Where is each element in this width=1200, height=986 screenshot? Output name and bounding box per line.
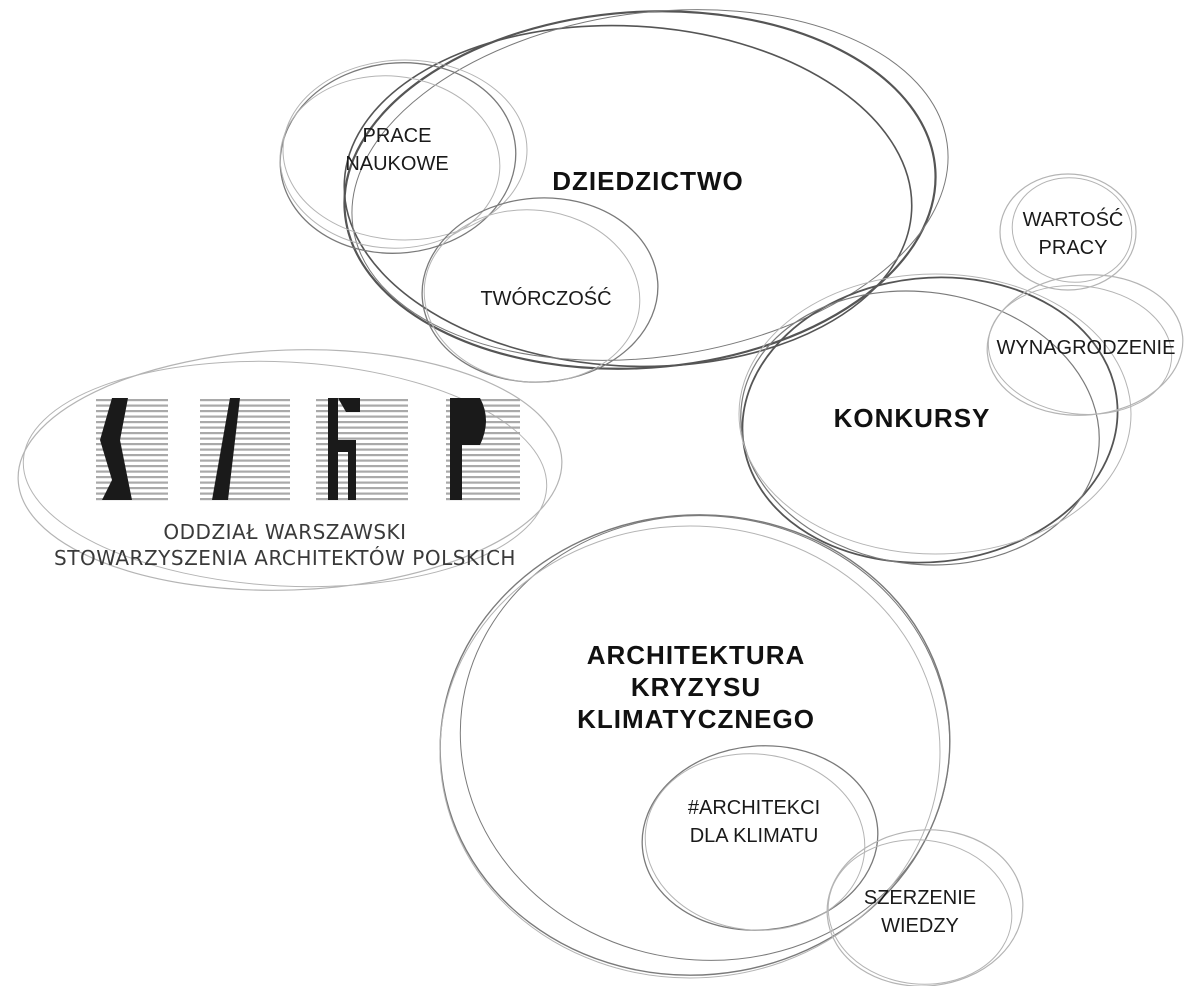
logo-stripe [446, 498, 520, 501]
letter-s [100, 398, 132, 500]
logo-stripe [316, 443, 408, 446]
logo-stripe [200, 459, 290, 462]
logo-stripe [200, 437, 290, 440]
logo-stripe [200, 492, 290, 495]
logo-stripe [200, 454, 290, 457]
label-wynagrodzenie: WYNAGRODZENIE [996, 337, 1176, 359]
logo-stripe [446, 492, 520, 495]
logo-stripe [96, 454, 168, 457]
logo-stripe [96, 459, 168, 462]
logo-stripe [316, 448, 408, 451]
logo-stripe [446, 399, 520, 402]
logo-stripe [446, 437, 520, 440]
logo-stripe [96, 404, 168, 407]
sarp-logo-mark [96, 398, 520, 501]
logo-stripe [200, 487, 290, 490]
logo-stripe [96, 399, 168, 402]
logo-stripe [316, 432, 408, 435]
logo-stripe [96, 426, 168, 429]
logo-stripe [316, 487, 408, 490]
letter-a [212, 398, 240, 500]
bubble-architekci-ring [641, 745, 879, 931]
label-konkursy: KONKURSY [833, 403, 991, 433]
logo-stripe [316, 410, 408, 413]
logo-stripe [446, 470, 520, 473]
logo-stripe [96, 498, 168, 501]
logo-stripe [316, 426, 408, 429]
label-tworczosc: TWÓRCZOŚĆ [480, 288, 612, 310]
logo-stripe [96, 492, 168, 495]
logo-stripe [446, 487, 520, 490]
logo-stripe [200, 448, 290, 451]
label-architektura: ARCHITEKTURA KRYZYSU KLIMATYCZNEGO [577, 640, 815, 734]
logo-stripe [446, 448, 520, 451]
label-architekci: #ARCHITEKCI DLA KLIMATU [687, 797, 821, 847]
logo-stripe [446, 476, 520, 479]
logo-stripe [200, 426, 290, 429]
bubble-tworczosc-ring [421, 197, 659, 383]
logo-stripe [446, 465, 520, 468]
logo-stripe [316, 498, 408, 501]
logo-ring [17, 349, 563, 591]
logo-stripe [316, 421, 408, 424]
logo-stripe [446, 481, 520, 484]
logo-stripe [200, 404, 290, 407]
bubble-dziedzictwo-ring [343, 9, 949, 370]
letter-r [328, 398, 360, 500]
label-prace-naukowe: PRACE NAUKOWE [345, 125, 449, 175]
label-wartosc-pracy: WARTOŚĆ PRACY [1022, 209, 1124, 259]
logo-stripe [316, 415, 408, 418]
logo-subtitle: ODDZIAŁ WARSZAWSKI STOWARZYSZENIA ARCHIT… [54, 520, 516, 570]
logo-stripe [200, 465, 290, 468]
logo-stripe [200, 470, 290, 473]
bubble-konkursy-ring [738, 273, 1132, 566]
logo-stripe [446, 459, 520, 462]
logo-stripe [200, 443, 290, 446]
logo-stripe [96, 448, 168, 451]
logo-stripe [96, 437, 168, 440]
logo-stripe [200, 432, 290, 435]
logo-stripe [96, 470, 168, 473]
logo-stripe [316, 465, 408, 468]
logo-stripe [96, 487, 168, 490]
logo-stripe [316, 404, 408, 407]
bubble-wartosc-pracy-ring [999, 173, 1137, 291]
bubble-prace-naukowe-ring [279, 59, 528, 254]
logo-stripe [316, 437, 408, 440]
logo-stripe [316, 459, 408, 462]
label-szerzenie: SZERZENIE WIEDZY [863, 887, 977, 937]
logo-stripe [316, 454, 408, 457]
logo-stripe [200, 481, 290, 484]
logo-stripe [316, 399, 408, 402]
label-dziedzictwo: DZIEDZICTWO [552, 166, 744, 196]
logo-stripe [200, 399, 290, 402]
logo-stripe [96, 476, 168, 479]
logo-stripe [316, 476, 408, 479]
bubble-wynagrodzenie-ring [986, 274, 1184, 416]
logo-stripe [96, 421, 168, 424]
bubble-architektura-ring [439, 514, 951, 979]
logo-stripe [200, 410, 290, 413]
logo-stripe [96, 415, 168, 418]
logo-stripe [96, 410, 168, 413]
logo-stripe [200, 498, 290, 501]
logo-stripe [200, 421, 290, 424]
logo-stripe [316, 470, 408, 473]
logo-stripe [316, 492, 408, 495]
logo-stripe [446, 443, 520, 446]
logo-stripe [96, 481, 168, 484]
letter-p [450, 398, 486, 500]
logo-stripe [200, 415, 290, 418]
logo-stripe [96, 443, 168, 446]
logo-stripe [96, 432, 168, 435]
logo-stripe [446, 454, 520, 457]
logo-stripe [96, 465, 168, 468]
logo-stripe [316, 481, 408, 484]
logo-stripe [200, 476, 290, 479]
